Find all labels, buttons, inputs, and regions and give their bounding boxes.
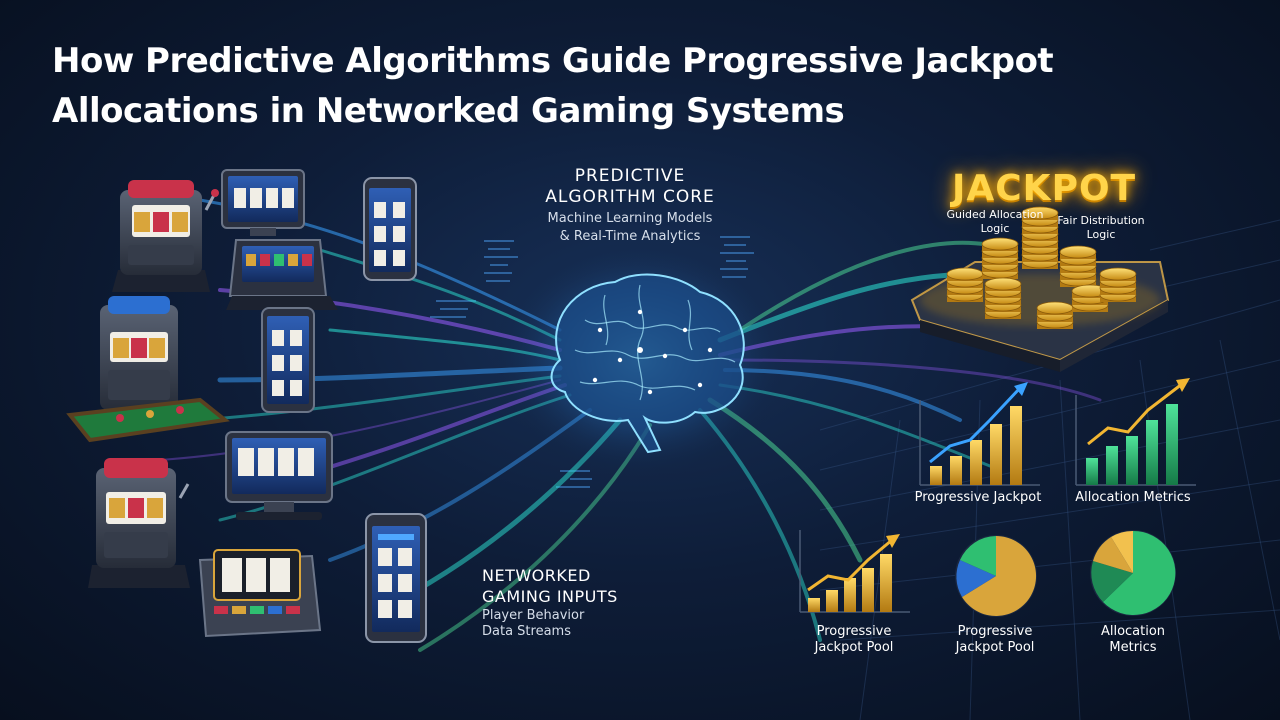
pie-jackpot-pool-line-1: Progressive [957,624,1033,639]
inputs-title: NETWORKED GAMING INPUTS [482,565,682,607]
slot-machine-icon [112,180,219,292]
inputs-subtitle: Player Behavior Data Streams [482,608,682,640]
guided-allocation-line-1: Guided Allocation [946,208,1044,221]
tablet-icon [226,239,338,310]
jackpot-pool-line-2: Jackpot Pool [814,640,894,655]
inputs-subtitle-line-2: Data Streams [482,624,571,639]
pie-chart-icon [955,535,1037,617]
pie-jackpot-pool-label: Progressive Jackpot Pool [930,624,1060,656]
pie-allocation-metrics-label: Allocation Metrics [1072,624,1194,656]
pie-chart-icon [1090,530,1176,616]
bar-chart-icon [1075,378,1196,486]
smartphone-icon [363,177,417,281]
tablet-icon [225,431,333,520]
pie-allocation-metrics-line-2: Metrics [1109,640,1157,655]
coin [1021,206,1059,220]
progressive-jackpot-label: Progressive Jackpot [914,490,1042,505]
fair-distribution-line-1: Fair Distribution [1057,214,1145,227]
bar-chart-icon [919,382,1040,486]
bar-chart-icon [799,530,910,613]
smartphone-icon [365,513,427,643]
core-title: PREDICTIVE ALGORITHM CORE [530,166,730,208]
tablet-icon [221,169,305,236]
jackpot-pool-line-1: Progressive [816,624,892,639]
pie-allocation-metrics-line-1: Allocation [1100,624,1166,639]
slot-machine-icon [198,549,322,638]
guided-allocation-line-2: Logic [980,222,1010,235]
core-subtitle-line-2: & Real-Time Analytics [559,229,701,244]
title-line-2: Allocations in Networked Gaming Systems [52,91,845,131]
core-subtitle: Machine Learning Models & Real-Time Anal… [520,210,740,246]
jackpot-sign: JACKPOT [952,168,1137,209]
gold-coins-icon [946,206,1137,329]
inputs-title-line-1: NETWORKED [482,566,591,585]
grid-lines [819,219,1280,720]
tablet-icon [261,307,315,413]
coin [1036,301,1074,315]
slot-machine-icon [88,458,190,588]
inputs-title-line-2: GAMING INPUTS [482,587,618,606]
fair-distribution-label: Fair Distribution Logic [1046,214,1156,242]
core-title-line-1: PREDICTIVE [574,166,686,186]
coin [984,277,1022,291]
fair-distribution-line-2: Logic [1086,228,1116,241]
allocation-metrics-label: Allocation Metrics [1075,490,1191,505]
title-line-1: How Predictive Algorithms Guide Progress… [52,41,1054,81]
slot-machine-icon [66,296,230,443]
jackpot-pool-label: Progressive Jackpot Pool [790,624,918,656]
page-title: How Predictive Algorithms Guide Progress… [52,36,1202,136]
brain-icon [490,240,790,480]
coin [946,267,984,281]
core-title-line-2: ALGORITHM CORE [545,187,715,207]
guided-allocation-label: Guided Allocation Logic [940,208,1050,236]
inputs-subtitle-line-1: Player Behavior [482,608,585,623]
coin [1059,245,1097,259]
coin [1099,267,1137,281]
core-subtitle-line-1: Machine Learning Models [547,211,713,226]
coin [981,237,1019,251]
pie-jackpot-pool-line-2: Jackpot Pool [955,640,1035,655]
